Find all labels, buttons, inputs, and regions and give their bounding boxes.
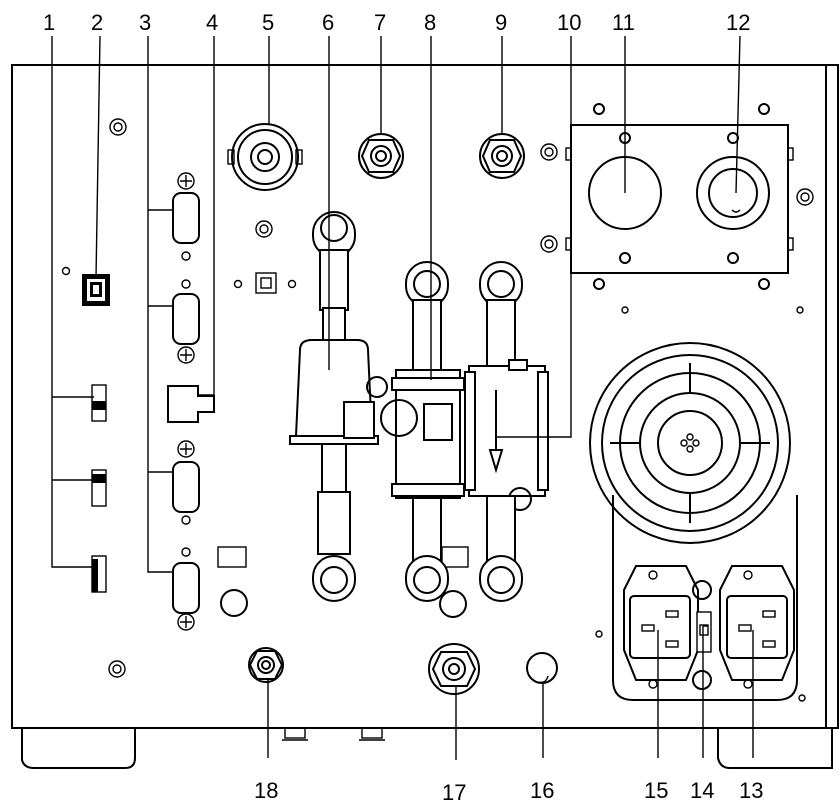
usb-port [82,274,110,306]
callout-8: 8 [424,10,437,35]
callout-4: 4 [206,10,219,35]
network-port [167,385,215,423]
filter-10 [464,261,549,602]
dip-switches [91,384,107,593]
callout-6: 6 [322,10,335,35]
cooling-fan [589,342,791,544]
filter-cartridge [289,211,388,602]
callout-14: 14 [690,778,715,803]
callout-17: 17 [442,780,467,805]
callout-3: 3 [139,10,152,35]
fitting-18 [248,647,284,683]
fitting-17 [428,643,480,695]
leader-lines [51,35,754,760]
cover-plate [565,103,794,290]
port-16 [526,652,558,684]
mounting-screws [61,118,814,702]
callout-18: 18 [254,778,279,803]
callout-10: 10 [557,10,582,35]
fitting-7 [358,133,404,179]
callout-1: 1 [43,10,56,35]
power-entry-module [612,495,798,701]
callout-2: 2 [91,10,104,35]
callout-9: 9 [495,10,508,35]
callout-5: 5 [262,10,275,35]
gas-inlet-large [227,123,303,191]
fitting-9 [479,133,525,179]
callout-7: 7 [374,10,387,35]
callout-11: 11 [612,10,635,35]
callout-13: 13 [739,778,764,803]
callout-12: 12 [726,10,751,35]
serial-connectors [172,172,200,631]
device-housing [11,64,839,769]
filter-8 [380,261,465,602]
callout-16: 16 [530,778,555,803]
callout-15: 15 [644,778,669,803]
